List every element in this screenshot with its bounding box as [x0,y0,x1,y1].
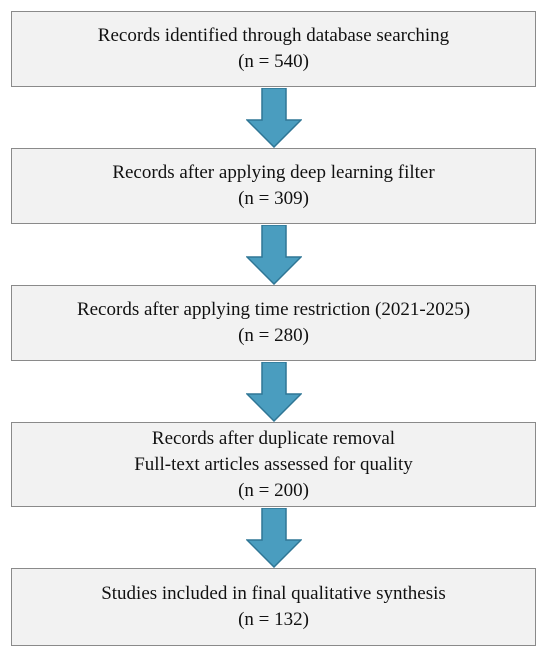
step-label: Records after duplicate removal [151,427,396,449]
flow-step-final-synthesis: Studies included in final qualitative sy… [11,568,536,646]
step-count: (n = 200) [238,479,309,501]
step-count: (n = 309) [238,188,309,209]
down-arrow-icon [246,88,302,148]
step-sublabel: Full-text articles assessed for quality [134,453,413,475]
down-arrow-icon [246,362,302,422]
step-label: Records identified through database sear… [97,25,450,46]
step-count: (n = 540) [238,51,309,72]
step-label: Records after applying time restriction … [76,299,471,320]
flow-step-identification: Records identified through database sear… [11,11,536,87]
down-arrow-icon [246,508,302,568]
step-count: (n = 280) [238,325,309,346]
step-label: Records after applying deep learning fil… [112,162,435,183]
step-count: (n = 132) [238,609,309,630]
flow-step-duplicate-removal: Records after duplicate removal Full-tex… [11,422,536,507]
flow-step-time-restriction: Records after applying time restriction … [11,285,536,361]
down-arrow-icon [246,225,302,285]
step-label: Studies included in final qualitative sy… [101,583,446,604]
flow-step-deep-learning-filter: Records after applying deep learning fil… [11,148,536,224]
